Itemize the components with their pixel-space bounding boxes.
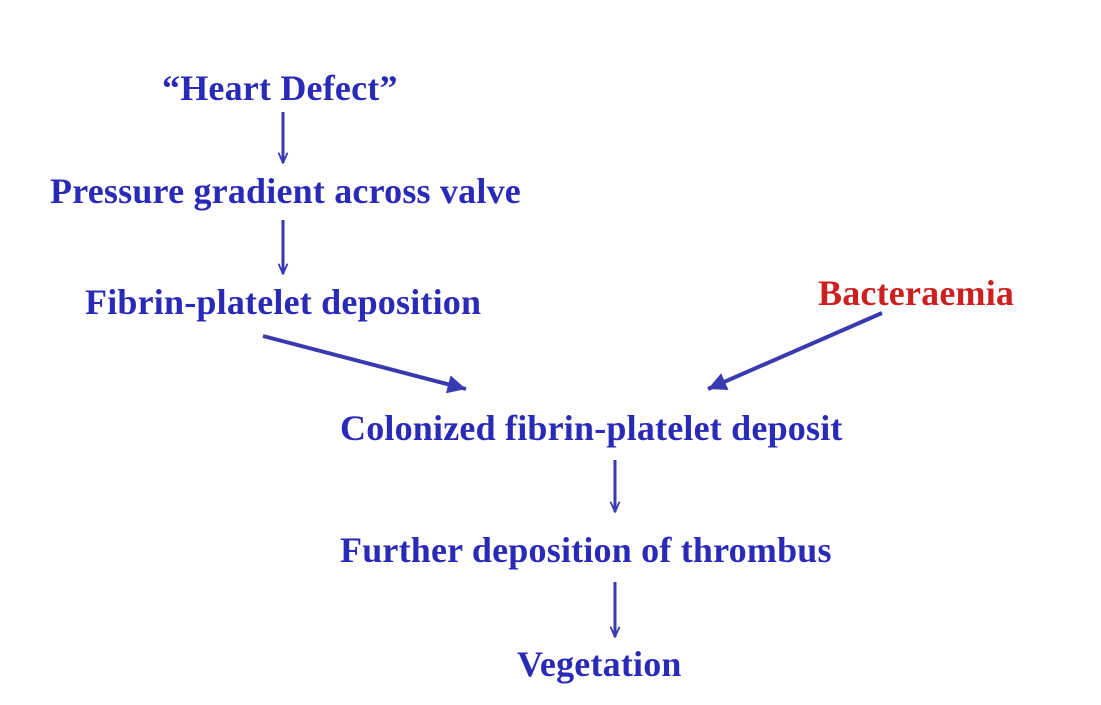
node-heart-defect: “Heart Defect” [162, 68, 398, 108]
node-vegetation: Vegetation [517, 644, 682, 684]
arrow-fibrin-to-colonized [262, 334, 467, 394]
arrow-bacteraemia-to-colonized [707, 311, 883, 391]
node-pressure-gradient: Pressure gradient across valve [50, 171, 521, 211]
node-further-deposition: Further deposition of thrombus [340, 530, 832, 570]
node-bacteraemia: Bacteraemia [818, 273, 1015, 313]
node-colonized-deposit: Colonized fibrin-platelet deposit [340, 408, 843, 448]
node-fibrin-platelet-deposition: Fibrin-platelet deposition [85, 282, 482, 322]
